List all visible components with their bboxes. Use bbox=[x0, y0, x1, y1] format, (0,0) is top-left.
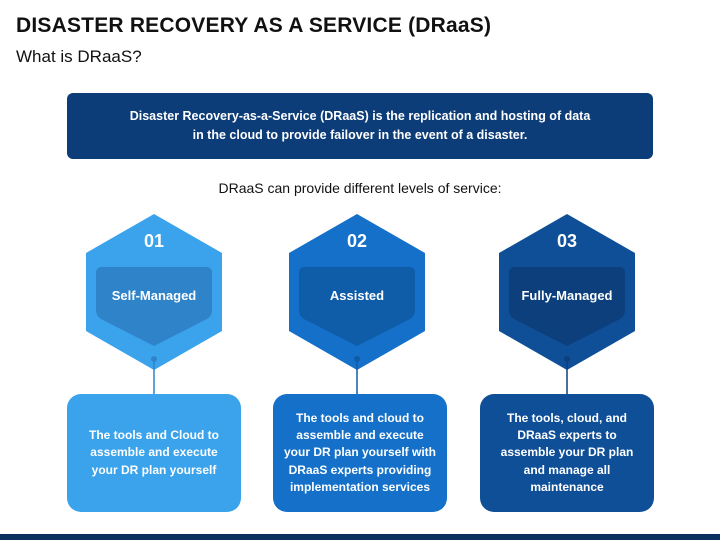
level-3-description: The tools, cloud, and DRaaS experts to a… bbox=[500, 411, 634, 494]
level-2-label: Assisted bbox=[329, 287, 385, 303]
level-2-number: 02 bbox=[346, 231, 368, 251]
slide-subtitle: What is DRaaS? bbox=[16, 47, 142, 66]
level-1-inner-shape bbox=[96, 267, 212, 346]
level-1-graphic bbox=[86, 214, 222, 394]
level-3-inner-shape bbox=[509, 267, 625, 346]
level-3-graphic bbox=[499, 214, 635, 394]
level-3-connector-dot bbox=[564, 356, 570, 362]
level-3-description-box: The tools, cloud, and DRaaS experts to a… bbox=[480, 394, 654, 512]
footer-bar bbox=[0, 534, 720, 540]
level-2-description: The tools and cloud to assemble and exec… bbox=[283, 411, 436, 494]
definition-box: Disaster Recovery-as-a-Service (DRaaS) i… bbox=[67, 93, 653, 159]
slide-title: DISASTER RECOVERY AS A SERVICE (DRaaS) bbox=[16, 14, 492, 37]
level-3-number: 03 bbox=[556, 231, 578, 251]
level-1-description: The tools and Cloud to assemble and exec… bbox=[89, 428, 219, 477]
level-2-inner-shape bbox=[299, 267, 415, 346]
definition-text: Disaster Recovery-as-a-Service (DRaaS) i… bbox=[129, 109, 591, 142]
level-1-connector-dot bbox=[151, 356, 157, 362]
level-1-description-box: The tools and Cloud to assemble and exec… bbox=[67, 394, 241, 512]
level-2-graphic bbox=[289, 214, 425, 394]
levels-intro: DRaaS can provide different levels of se… bbox=[218, 180, 502, 196]
level-1-number: 01 bbox=[143, 231, 165, 251]
level-2-connector-dot bbox=[354, 356, 360, 362]
level-3-label: Fully-Managed bbox=[521, 287, 613, 303]
level-1-label: Self-Managed bbox=[111, 287, 197, 303]
level-2-description-box: The tools and cloud to assemble and exec… bbox=[273, 394, 447, 512]
